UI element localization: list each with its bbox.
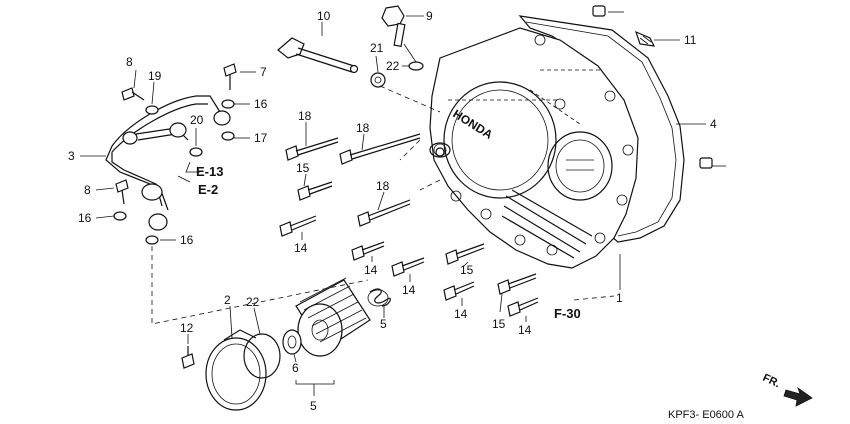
bolt — [121, 87, 145, 101]
callout-10: 9 — [426, 9, 433, 23]
callout-18: 16 — [78, 211, 92, 225]
flange-bolt — [279, 215, 317, 237]
front-direction-arrow: FR. — [761, 372, 813, 407]
callout-14: 14 — [518, 323, 532, 337]
right-crankcase-cover: HONDA — [429, 27, 639, 269]
callout-13: 12 — [180, 321, 194, 335]
callout-20: 22 — [246, 295, 260, 309]
callout-11: 10 — [317, 9, 331, 23]
callout-1: 1 — [616, 291, 623, 305]
callout-15: 15 — [492, 317, 506, 331]
callout-17: 16 — [254, 97, 268, 111]
callout-3: 3 — [68, 149, 75, 163]
reference-f30: F-30 — [554, 306, 581, 321]
flange-bolt — [357, 199, 411, 227]
callout-18: 19 — [148, 69, 162, 83]
oil-pipe — [105, 95, 231, 231]
flange-bolt — [351, 241, 385, 261]
callout-15: 15 — [460, 263, 474, 277]
flange-bolt — [285, 137, 339, 161]
sealing-washer — [189, 147, 203, 157]
callout-16: 18 — [376, 179, 390, 193]
callout-8: 8 — [84, 183, 91, 197]
callout-2: 2 — [224, 293, 231, 307]
callout-7: 5 — [380, 317, 387, 331]
reference-e2: E-2 — [198, 182, 218, 197]
dowel-pin — [699, 157, 713, 169]
callout-21: 22 — [386, 59, 400, 73]
spring-bolt — [635, 30, 656, 47]
bolt — [115, 179, 129, 205]
callout-5: 5 — [310, 399, 317, 413]
flange-bolt — [507, 297, 539, 317]
reference-e13: E-13 — [196, 164, 223, 179]
callout-17: 17 — [254, 131, 268, 145]
callout-4: 4 — [710, 117, 717, 131]
sealing-washer — [145, 235, 159, 245]
o-ring — [408, 61, 424, 71]
callout-14: 14 — [364, 263, 378, 277]
flange-bolt — [445, 243, 485, 265]
callout-16: 18 — [298, 109, 312, 123]
callout-12: 11 — [684, 33, 697, 47]
filter-seal — [282, 329, 302, 355]
callout-9: 7 — [260, 65, 267, 79]
oil-filter — [295, 277, 371, 357]
callout-14: 14 — [402, 283, 416, 297]
callout-18: 20 — [190, 113, 204, 127]
flange-bolt — [443, 281, 475, 301]
sealing-washer — [221, 99, 235, 109]
callout-14: 14 — [294, 241, 308, 255]
callout-15: 15 — [296, 161, 310, 175]
filter-cover-cap — [205, 329, 267, 411]
sealing-washer — [113, 211, 127, 221]
sealing-washer — [145, 105, 159, 115]
oil-level-gauge — [381, 5, 417, 63]
filter-spring — [367, 288, 391, 307]
sealing-washer — [221, 131, 235, 141]
clutch-lifter-shaft — [277, 37, 359, 74]
flange-bolt — [497, 273, 537, 295]
bolt — [181, 346, 195, 369]
cap-o-ring — [243, 333, 281, 379]
flange-bolt — [391, 257, 425, 277]
callout-18: 16 — [180, 233, 194, 247]
bolt — [223, 63, 237, 90]
dowel-pin — [592, 5, 606, 17]
callout-14: 14 — [454, 307, 468, 321]
leader-lines — [80, 11, 726, 363]
svg-text:FR.: FR. — [761, 372, 782, 390]
callout-16: 18 — [356, 121, 370, 135]
flange-bolt — [297, 181, 333, 201]
callout-6: 6 — [292, 361, 299, 375]
callout-8: 8 — [126, 55, 133, 69]
oil-seal — [370, 72, 386, 88]
flange-bolt — [339, 133, 421, 165]
callout-19: 21 — [370, 41, 384, 55]
diagram-code: KPF3- E0600 A — [668, 409, 744, 421]
